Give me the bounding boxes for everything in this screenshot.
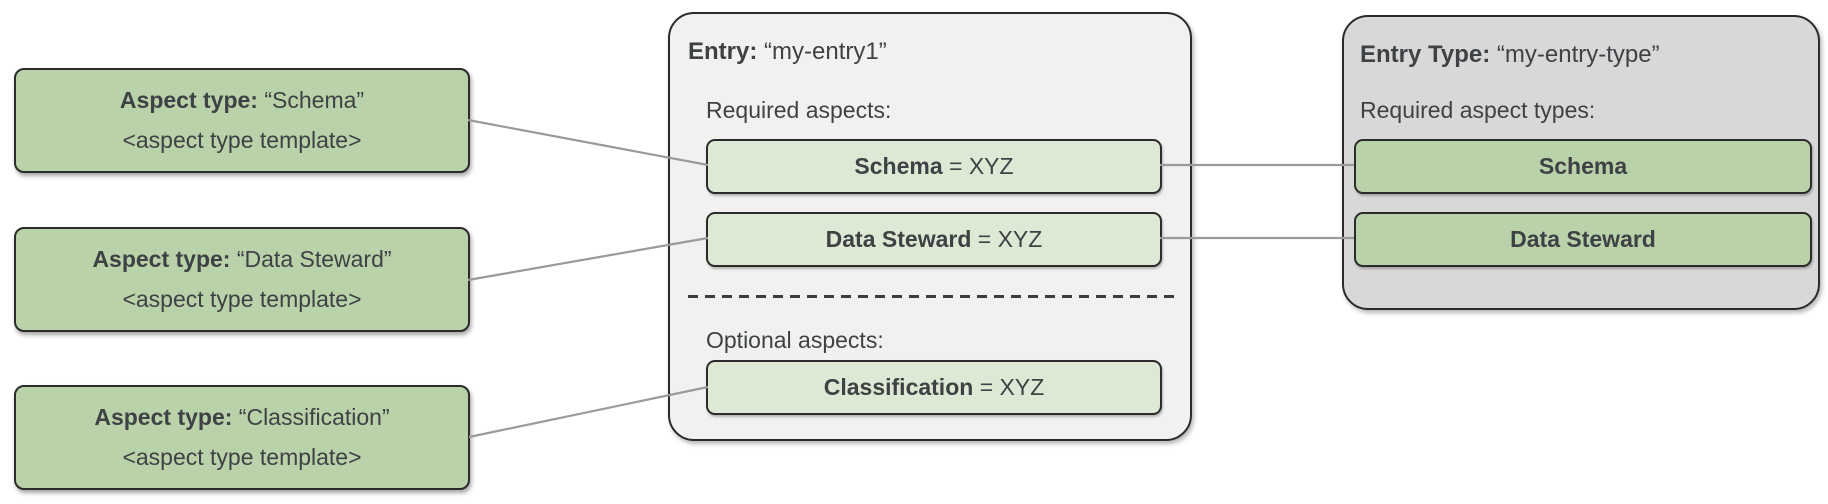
entry-type-container: Entry Type: “my-entry-type” Required asp… bbox=[1342, 15, 1820, 310]
aspect-type-row-schema: Schema bbox=[1354, 139, 1812, 194]
optional-aspects-label: Optional aspects: bbox=[706, 327, 884, 353]
aspect-type-title: Aspect type: “Classification” bbox=[94, 403, 390, 430]
aspect-type-template-placeholder: <aspect type template> bbox=[122, 286, 362, 312]
entry-container: Entry: “my-entry1” Required aspects: Sch… bbox=[668, 12, 1192, 441]
aspect-row-data-steward: Data Steward = XYZ bbox=[706, 212, 1162, 267]
aspect-type-template-placeholder: <aspect type template> bbox=[122, 444, 362, 470]
aspect-type-title: Aspect type: “Data Steward” bbox=[92, 245, 392, 272]
aspect-type-box-classification: Aspect type: “Classification” <aspect ty… bbox=[14, 385, 470, 490]
aspect-row-classification: Classification = XYZ bbox=[706, 360, 1162, 415]
required-aspects-label: Required aspects: bbox=[706, 97, 892, 123]
entry-title: Entry: “my-entry1” bbox=[688, 38, 887, 65]
aspect-type-template-placeholder: <aspect type template> bbox=[122, 127, 362, 153]
aspect-type-row-data-steward: Data Steward bbox=[1354, 212, 1812, 267]
aspect-row-schema: Schema = XYZ bbox=[706, 139, 1162, 194]
required-optional-divider bbox=[688, 295, 1175, 298]
aspect-type-title: Aspect type: “Schema” bbox=[119, 86, 365, 113]
required-aspect-types-label: Required aspect types: bbox=[1360, 97, 1596, 123]
aspect-type-box-data-steward: Aspect type: “Data Steward” <aspect type… bbox=[14, 227, 470, 332]
entry-type-title: Entry Type: “my-entry-type” bbox=[1360, 41, 1660, 68]
aspect-type-box-schema: Aspect type: “Schema” <aspect type templ… bbox=[14, 68, 470, 173]
